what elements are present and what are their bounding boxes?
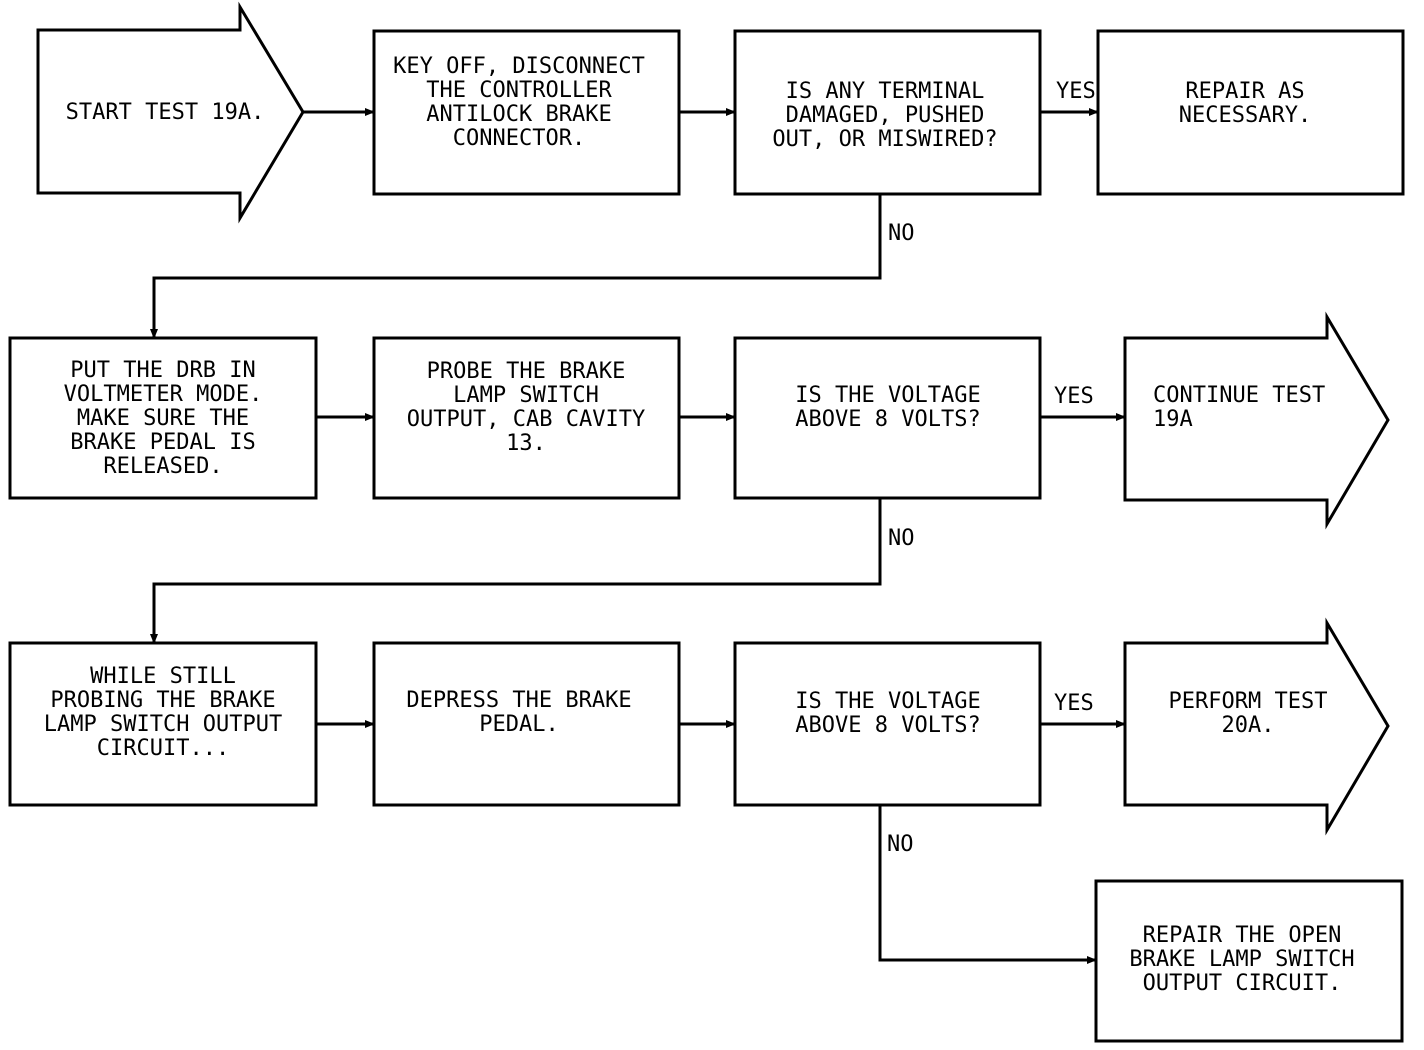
text-line: BRAKE LAMP SWITCH — [1129, 947, 1354, 972]
text-line: CONTINUE TEST — [1153, 383, 1325, 408]
text-line: DEPRESS THE BRAKE — [406, 688, 631, 713]
edge-label-no-3: NO — [887, 832, 914, 857]
text-line: PROBING THE BRAKE — [50, 688, 275, 713]
text-line: CONNECTOR. — [453, 126, 585, 151]
text-line: BRAKE PEDAL IS — [70, 430, 255, 455]
text-line: KEY OFF, DISCONNECT — [393, 54, 645, 79]
text-line: PERFORM TEST — [1169, 689, 1328, 714]
edge-label-no-1: NO — [888, 221, 915, 246]
text-line: START TEST 19A. — [66, 100, 265, 125]
edge-label-no-2: NO — [888, 526, 915, 551]
text-line: VOLTMETER MODE. — [64, 382, 263, 407]
text-line: IS THE VOLTAGE — [795, 689, 980, 714]
text-line: 13. — [506, 431, 546, 456]
text-line: THE CONTROLLER — [426, 78, 612, 103]
text-line: OUTPUT, CAB CAVITY — [407, 407, 645, 432]
text-line: WHILE STILL — [90, 664, 236, 689]
text-line: OUTPUT CIRCUIT. — [1143, 971, 1342, 996]
text-line: ANTILOCK BRAKE — [426, 102, 611, 127]
text-line: LAMP SWITCH — [453, 383, 599, 408]
text-line: LAMP SWITCH OUTPUT — [44, 712, 282, 737]
edge-label-yes-1: YES — [1056, 79, 1096, 104]
edge-q1-no — [150, 194, 882, 339]
edge-q3-no — [878, 805, 1097, 964]
text-line: 20A. — [1222, 713, 1275, 738]
text-line: DAMAGED, PUSHED — [786, 103, 985, 128]
start-arrow-node: START TEST 19A. — [36, 1, 305, 224]
text-line: IS THE VOLTAGE — [795, 383, 980, 408]
text-line: PROBE THE BRAKE — [427, 359, 626, 384]
edge-label-yes-2: YES — [1054, 384, 1094, 409]
edge-label-yes-3: YES — [1054, 691, 1094, 716]
text-line: REPAIR THE OPEN — [1143, 923, 1342, 948]
start-label: START TEST 19A. — [66, 100, 265, 125]
text-line: PEDAL. — [479, 712, 558, 737]
text-line: ABOVE 8 VOLTS? — [795, 407, 980, 432]
text-line: REPAIR AS — [1185, 79, 1304, 104]
text-line: ABOVE 8 VOLTS? — [795, 713, 980, 738]
text-line: RELEASED. — [103, 454, 222, 479]
edge-q2-no — [150, 498, 882, 644]
text-line: IS ANY TERMINAL — [786, 79, 985, 104]
text-line: MAKE SURE THE — [77, 406, 249, 431]
text-line: 19A — [1153, 407, 1193, 432]
text-line: OUT, OR MISWIRED? — [772, 127, 997, 152]
text-line: CIRCUIT... — [97, 736, 229, 761]
text-line: PUT THE DRB IN — [70, 358, 255, 383]
text-line: NECESSARY. — [1179, 103, 1311, 128]
